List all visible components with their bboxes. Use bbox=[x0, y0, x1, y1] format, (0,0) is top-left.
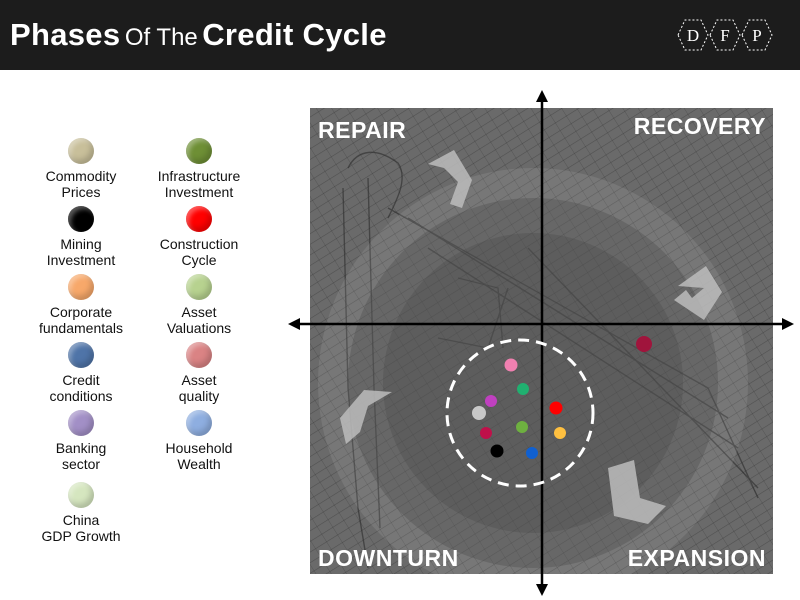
legend-label-line1: Commodity bbox=[45, 168, 117, 184]
legend-label-line2: sector bbox=[61, 456, 101, 472]
page-title: Phases Of The Credit Cycle bbox=[10, 12, 387, 64]
marker-light-green bbox=[516, 421, 528, 433]
legend-swatch bbox=[186, 274, 212, 300]
marker-green bbox=[517, 383, 529, 395]
legend-label-line2: GDP Growth bbox=[41, 528, 121, 544]
marker-outlier bbox=[636, 336, 652, 352]
legend-label-line2: Investment bbox=[46, 252, 116, 268]
marker-red bbox=[549, 401, 563, 415]
cycle-chevron-top bbox=[428, 150, 472, 208]
legend-label-line1: Banking bbox=[55, 440, 107, 456]
legend-swatch bbox=[68, 274, 94, 300]
y-axis-arrow-bottom bbox=[536, 584, 548, 596]
legend-swatch bbox=[68, 138, 94, 164]
legend-item-mining-investment: Mining Investment bbox=[21, 206, 141, 268]
cycle-chevron-bottom bbox=[608, 460, 666, 524]
legend-label-line2: Valuations bbox=[166, 320, 232, 336]
marker-grey bbox=[472, 406, 486, 420]
cycle-chevron-left bbox=[340, 390, 392, 444]
legend-label-line2: Cycle bbox=[181, 252, 217, 268]
title-word-credit-cycle: Credit Cycle bbox=[202, 17, 387, 52]
legend-item-household-wealth: Household Wealth bbox=[139, 410, 259, 472]
credit-cycle-diagram: REPAIR RECOVERY DOWNTURN EXPANSION bbox=[288, 88, 796, 598]
legend-label-line2: Investment bbox=[164, 184, 234, 200]
logo-letter-p: P bbox=[752, 26, 761, 45]
quadrant-label-recovery: RECOVERY bbox=[634, 113, 766, 139]
legend-label-line2: Prices bbox=[61, 184, 101, 200]
legend-swatch bbox=[68, 410, 94, 436]
legend-swatch bbox=[186, 342, 212, 368]
legend-swatch bbox=[68, 206, 94, 232]
dfp-logo: D F P bbox=[672, 14, 784, 56]
legend-label-line1: Asset bbox=[181, 372, 217, 388]
logo-letter-d: D bbox=[687, 26, 699, 45]
legend-label-line1: Infrastructure bbox=[157, 168, 241, 184]
legend-swatch bbox=[186, 206, 212, 232]
legend-swatch bbox=[186, 410, 212, 436]
logo-letter-f: F bbox=[720, 26, 729, 45]
title-word-of-the: Of The bbox=[124, 24, 198, 51]
legend-label-line1: Household bbox=[165, 440, 233, 456]
legend-label-line2: conditions bbox=[49, 388, 113, 404]
legend-label-line1: Credit bbox=[62, 372, 100, 388]
legend-item-credit-conditions: Credit conditions bbox=[21, 342, 141, 404]
x-axis-arrow-left bbox=[288, 318, 300, 330]
legend-item-asset-quality: Asset quality bbox=[139, 342, 259, 404]
marker-crimson bbox=[480, 427, 492, 439]
legend-label-line2: Wealth bbox=[177, 456, 221, 472]
current-position-cluster-circle bbox=[445, 338, 595, 488]
marker-pink bbox=[504, 358, 518, 372]
cycle-chevron-right bbox=[674, 266, 722, 320]
marker-yellow bbox=[554, 427, 566, 439]
marker-magenta bbox=[485, 395, 497, 407]
legend-label-line1: Mining bbox=[60, 236, 102, 252]
legend-label-line1: Asset bbox=[181, 304, 217, 320]
legend-label-line2: fundamentals bbox=[38, 320, 124, 336]
marker-black bbox=[490, 444, 504, 458]
legend-item-asset-valuations: Asset Valuations bbox=[139, 274, 259, 336]
inner-cycle-core bbox=[383, 233, 683, 533]
marker-blue bbox=[526, 447, 538, 459]
x-axis-arrow-right bbox=[782, 318, 794, 330]
legend-item-china-gdp-growth: China GDP Growth bbox=[21, 482, 141, 544]
legend-label-line2: quality bbox=[178, 388, 220, 404]
legend-item-corporate-fundamentals: Corporate fundamentals bbox=[21, 274, 141, 336]
legend-swatch bbox=[68, 482, 94, 508]
quadrant-label-repair: REPAIR bbox=[318, 117, 406, 143]
outer-cycle-ring bbox=[318, 168, 748, 598]
quadrant-label-expansion: EXPANSION bbox=[628, 545, 766, 571]
legend-item-commodity-prices: Commodity Prices bbox=[21, 138, 141, 200]
legend-label-line1: China bbox=[62, 512, 100, 528]
legend-item-construction-cycle: Construction Cycle bbox=[139, 206, 259, 268]
sketch-strokes bbox=[342, 151, 759, 569]
legend-label-line1: Corporate bbox=[49, 304, 113, 320]
legend-swatch bbox=[68, 342, 94, 368]
header-bar: Phases Of The Credit Cycle D F P bbox=[0, 0, 800, 70]
legend-label-line1: Construction bbox=[159, 236, 239, 252]
title-word-phases: Phases bbox=[10, 17, 121, 52]
legend-item-banking-sector: Banking sector bbox=[21, 410, 141, 472]
legend-item-infrastructure-investment: Infrastructure Investment bbox=[139, 138, 259, 200]
quadrant-label-downturn: DOWNTURN bbox=[318, 545, 459, 571]
legend-swatch bbox=[186, 138, 212, 164]
y-axis-arrow-top bbox=[536, 90, 548, 102]
